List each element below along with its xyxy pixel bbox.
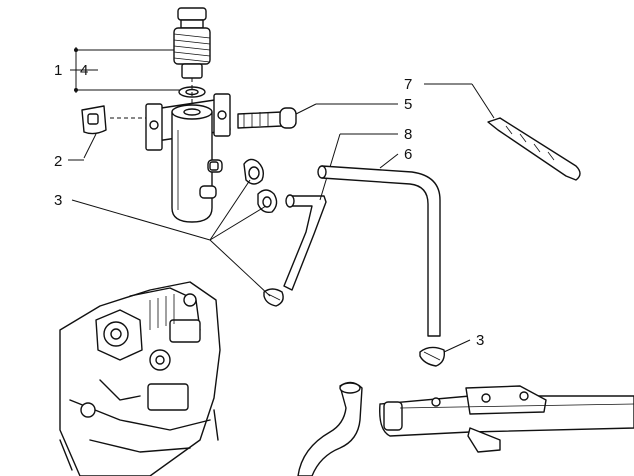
- bolt-part: [237, 103, 398, 129]
- label-6: 6: [404, 146, 412, 163]
- lower-clamp: [419, 339, 471, 367]
- label-7: 7: [404, 76, 412, 93]
- label-3-upper: 3: [54, 192, 62, 209]
- strap-part: [424, 83, 581, 181]
- label-3-lower: 3: [476, 332, 484, 349]
- label-2: 2: [54, 153, 62, 170]
- label-8: 8: [404, 126, 412, 143]
- short-hose: [283, 133, 398, 291]
- hose-clamps: [243, 158, 284, 307]
- clip-part: [68, 105, 146, 161]
- leader-lines-3: [71, 179, 271, 297]
- long-hose: [317, 153, 441, 337]
- frame-tube: [297, 381, 634, 476]
- label-4: 4: [80, 62, 88, 79]
- threaded-fitting: [173, 7, 211, 110]
- engine-block: [59, 281, 221, 476]
- label-5: 5: [404, 96, 412, 113]
- label-1: 1: [54, 62, 62, 79]
- bracket-group-1: [70, 47, 180, 93]
- housing-body: [145, 93, 231, 223]
